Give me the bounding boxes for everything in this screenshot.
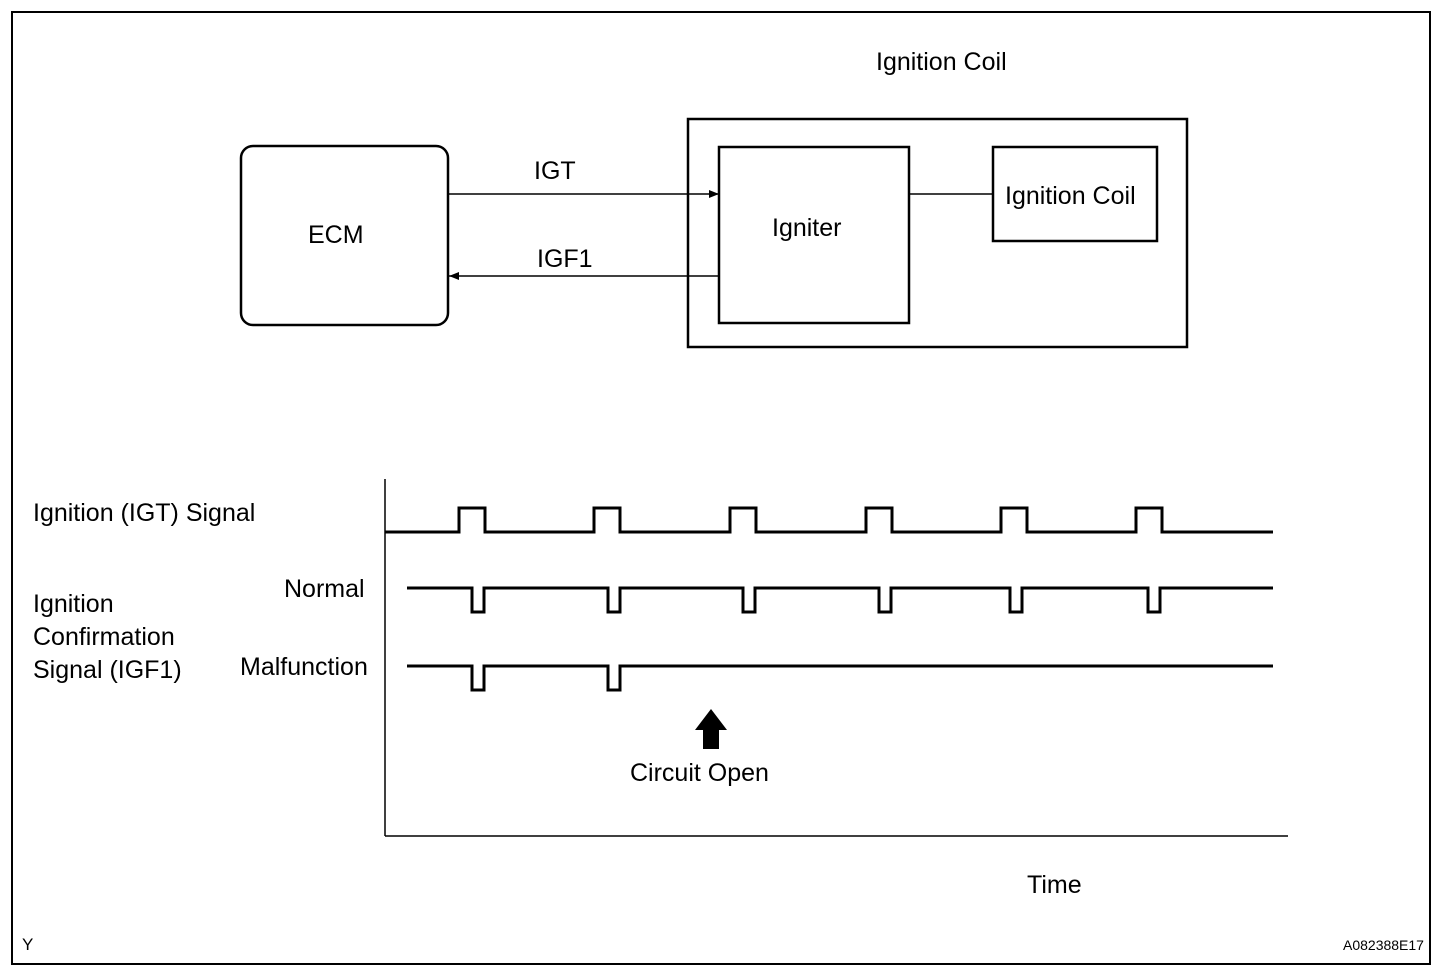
normal-label: Normal [284, 575, 365, 603]
igniter-box [717, 145, 911, 325]
circuit-open-label: Circuit Open [630, 759, 769, 787]
ignition-coil-inner-label: Ignition Coil [1005, 182, 1136, 210]
igf1-normal-waveform [407, 586, 1273, 614]
igt-label: IGT [534, 157, 576, 185]
igt-waveform [385, 506, 1273, 534]
time-label: Time [1027, 871, 1082, 899]
ecm-label: ECM [308, 221, 364, 249]
footer-right-code: A082388E17 [1343, 937, 1424, 953]
igf1-label: IGF1 [537, 245, 593, 273]
ignition-coil-outer-label: Ignition Coil [876, 48, 1007, 76]
ecm-box [239, 144, 450, 327]
igniter-label: Igniter [772, 214, 842, 242]
figure-frame [11, 11, 1431, 965]
ignition-coil-outer-box [686, 117, 1189, 349]
malfunction-label: Malfunction [240, 653, 368, 681]
circuit-open-arrow-icon [695, 709, 727, 749]
igf1-malfunction-waveform [407, 664, 1273, 692]
igt-signal-label: Ignition (IGT) Signal [33, 499, 256, 527]
footer-left-code: Y [22, 935, 34, 954]
igf1-signal-label: Ignition Confirmation Signal (IGF1) [33, 590, 182, 684]
